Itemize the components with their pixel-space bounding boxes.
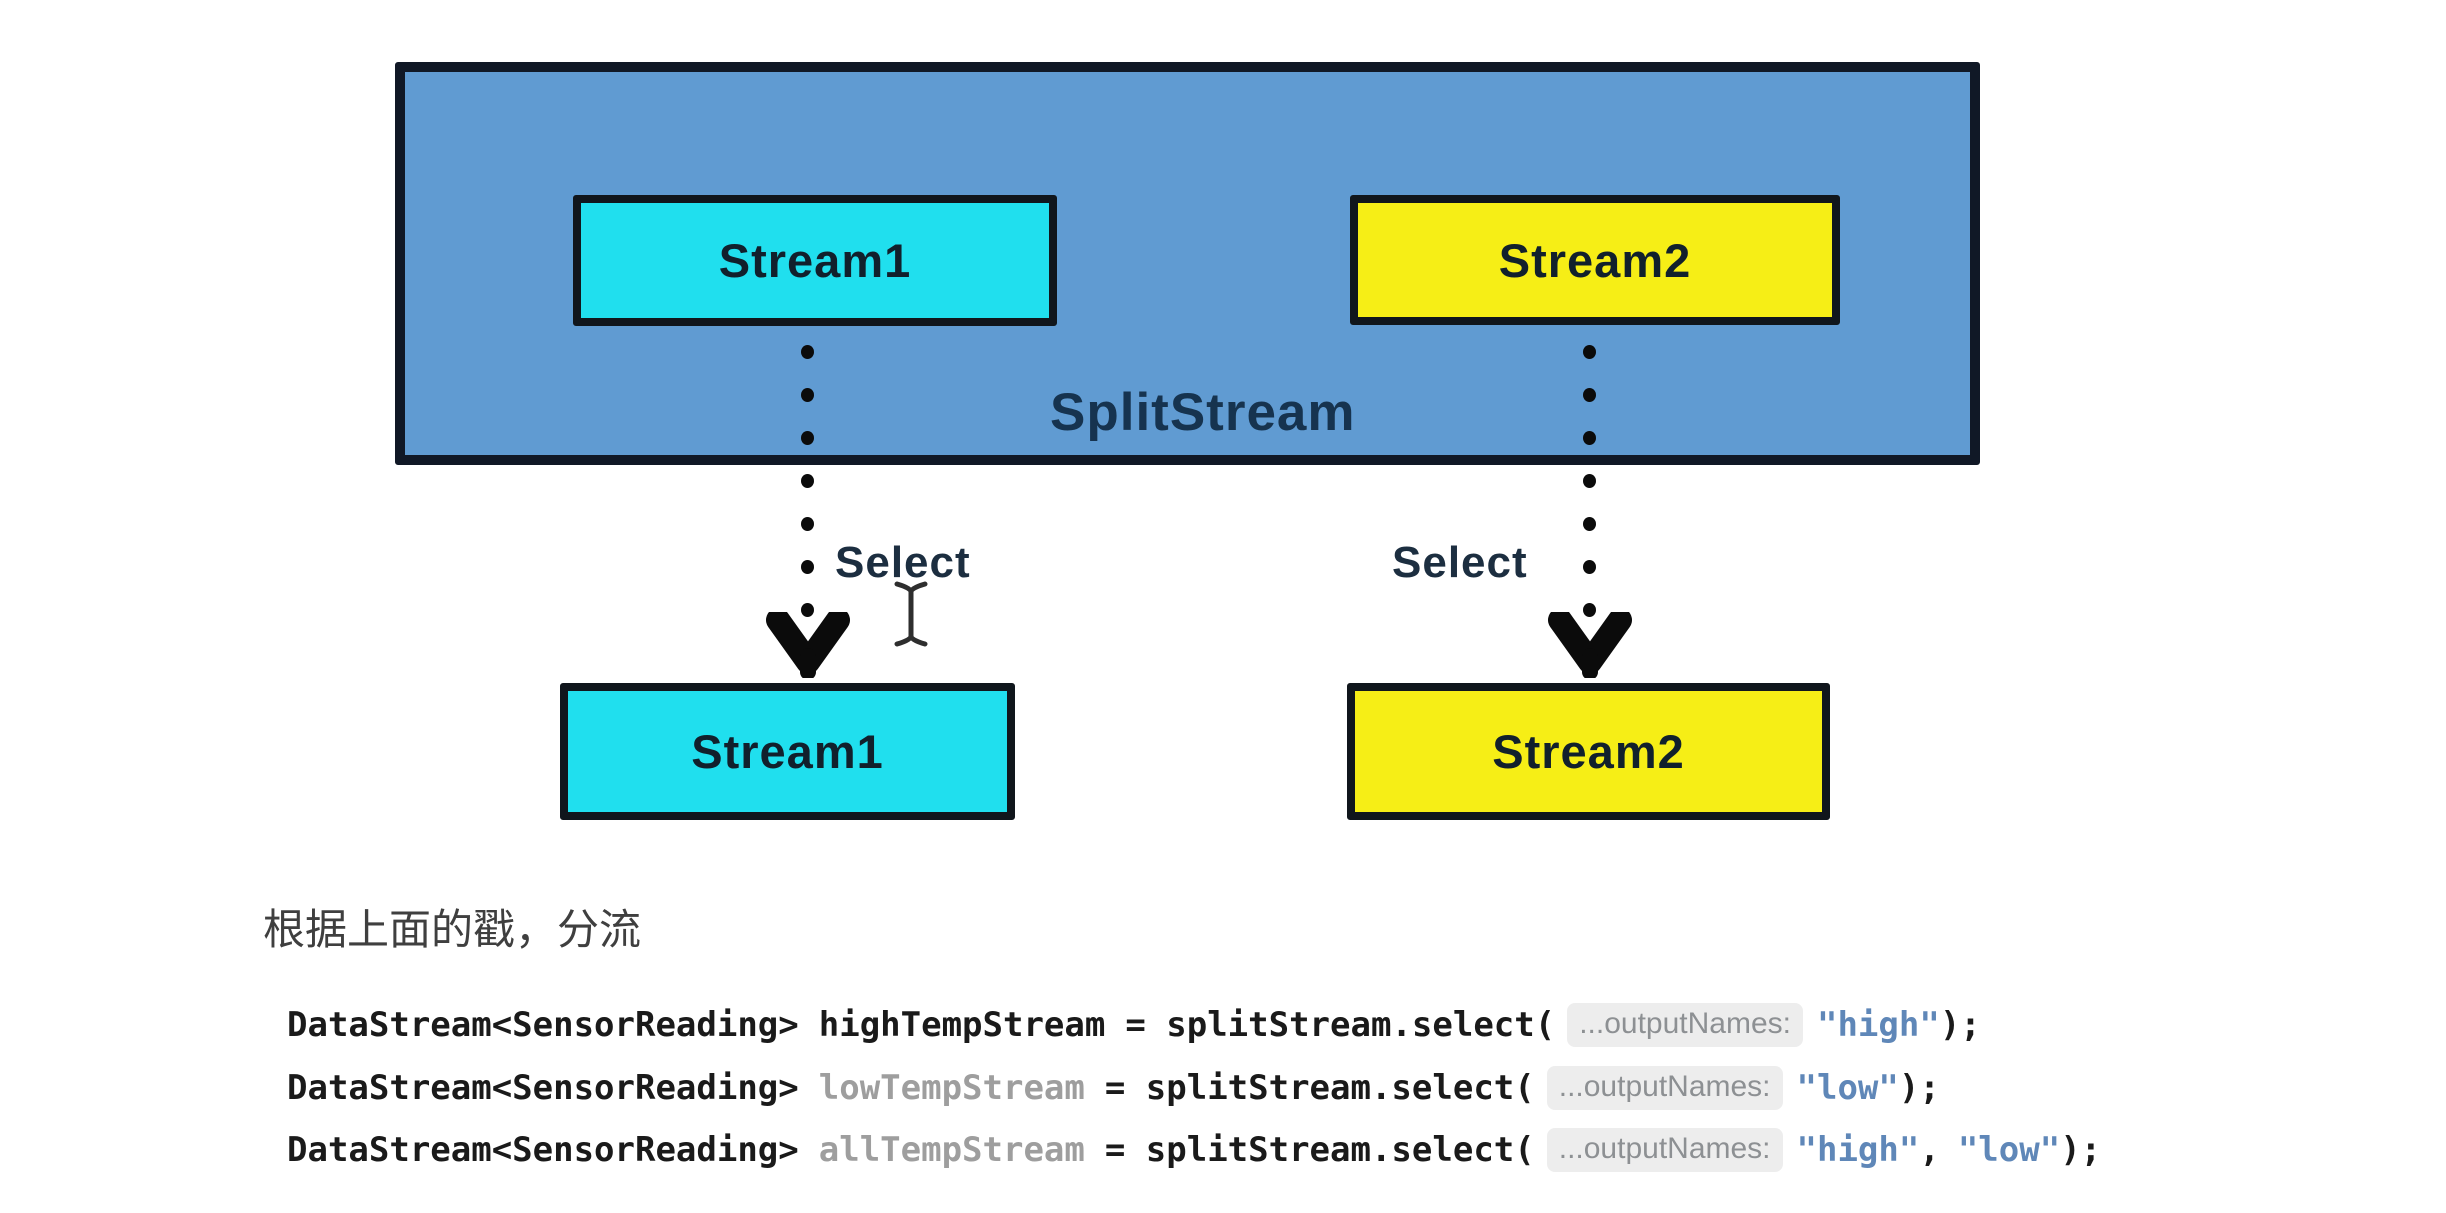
dot bbox=[801, 517, 814, 531]
code-decl: DataStream<SensorReading> bbox=[287, 1068, 799, 1108]
code-close: ); bbox=[1939, 1005, 1981, 1045]
dot bbox=[801, 388, 814, 402]
dotted-line-left bbox=[801, 345, 815, 617]
node-stream1-top-label: Stream1 bbox=[718, 234, 912, 287]
code-line-1: DataStream<SensorReading> highTempStream… bbox=[287, 1002, 1981, 1048]
text-cursor-icon bbox=[894, 581, 928, 647]
dot bbox=[1583, 431, 1596, 445]
dot bbox=[1583, 474, 1596, 488]
arrow-down-icon bbox=[1548, 612, 1632, 678]
node-stream2-top: Stream2 bbox=[1350, 195, 1840, 325]
arrow-down-icon bbox=[766, 612, 850, 678]
caption-text: 根据上面的戳，分流 bbox=[263, 905, 642, 954]
code-line-3: DataStream<SensorReading> allTempStream … bbox=[287, 1127, 2101, 1173]
select-label-right: Select bbox=[1392, 538, 1528, 587]
code-line-2: DataStream<SensorReading> lowTempStream … bbox=[287, 1065, 1940, 1111]
code-assign: = splitStream.select( bbox=[1125, 1005, 1556, 1045]
code-variable: highTempStream bbox=[818, 1005, 1106, 1045]
dot bbox=[1583, 603, 1596, 617]
code-string: "low" bbox=[1957, 1130, 2061, 1170]
code-comma: , bbox=[1919, 1130, 1940, 1170]
node-stream2-top-label: Stream2 bbox=[1498, 233, 1692, 287]
dot bbox=[1583, 345, 1596, 359]
code-decl: DataStream<SensorReading> bbox=[287, 1005, 799, 1045]
code-string: "low" bbox=[1796, 1068, 1899, 1108]
dot bbox=[801, 560, 814, 574]
node-stream2-bottom: Stream2 bbox=[1347, 683, 1830, 820]
node-stream1-top: Stream1 bbox=[573, 195, 1057, 326]
code-string: "high" bbox=[1816, 1005, 1940, 1045]
select-label-left: Select bbox=[835, 538, 971, 587]
param-hint-pill: ...outputNames: bbox=[1546, 1066, 1783, 1110]
code-variable: allTempStream bbox=[818, 1130, 1085, 1170]
node-stream2-bottom-label: Stream2 bbox=[1492, 725, 1685, 778]
dot bbox=[801, 603, 814, 617]
dot bbox=[1583, 517, 1596, 531]
code-string: "high" bbox=[1796, 1130, 1920, 1170]
dot bbox=[801, 345, 814, 359]
dot bbox=[801, 474, 814, 488]
param-hint-pill: ...outputNames: bbox=[1546, 1128, 1783, 1172]
dot bbox=[1583, 560, 1596, 574]
dot bbox=[801, 431, 814, 445]
code-decl: DataStream<SensorReading> bbox=[287, 1130, 799, 1170]
code-close: ); bbox=[1898, 1068, 1940, 1108]
splitstream-label: SplitStream bbox=[1050, 383, 1356, 442]
node-stream1-bottom: Stream1 bbox=[560, 683, 1015, 820]
code-variable: lowTempStream bbox=[818, 1068, 1085, 1108]
param-hint-pill: ...outputNames: bbox=[1567, 1003, 1803, 1047]
code-assign: = splitStream.select( bbox=[1104, 1130, 1535, 1170]
code-close: ); bbox=[2060, 1130, 2102, 1170]
code-assign: = splitStream.select( bbox=[1104, 1068, 1535, 1108]
dotted-line-right bbox=[1583, 345, 1597, 617]
dot bbox=[1583, 388, 1596, 402]
node-stream1-bottom-label: Stream1 bbox=[691, 725, 884, 778]
